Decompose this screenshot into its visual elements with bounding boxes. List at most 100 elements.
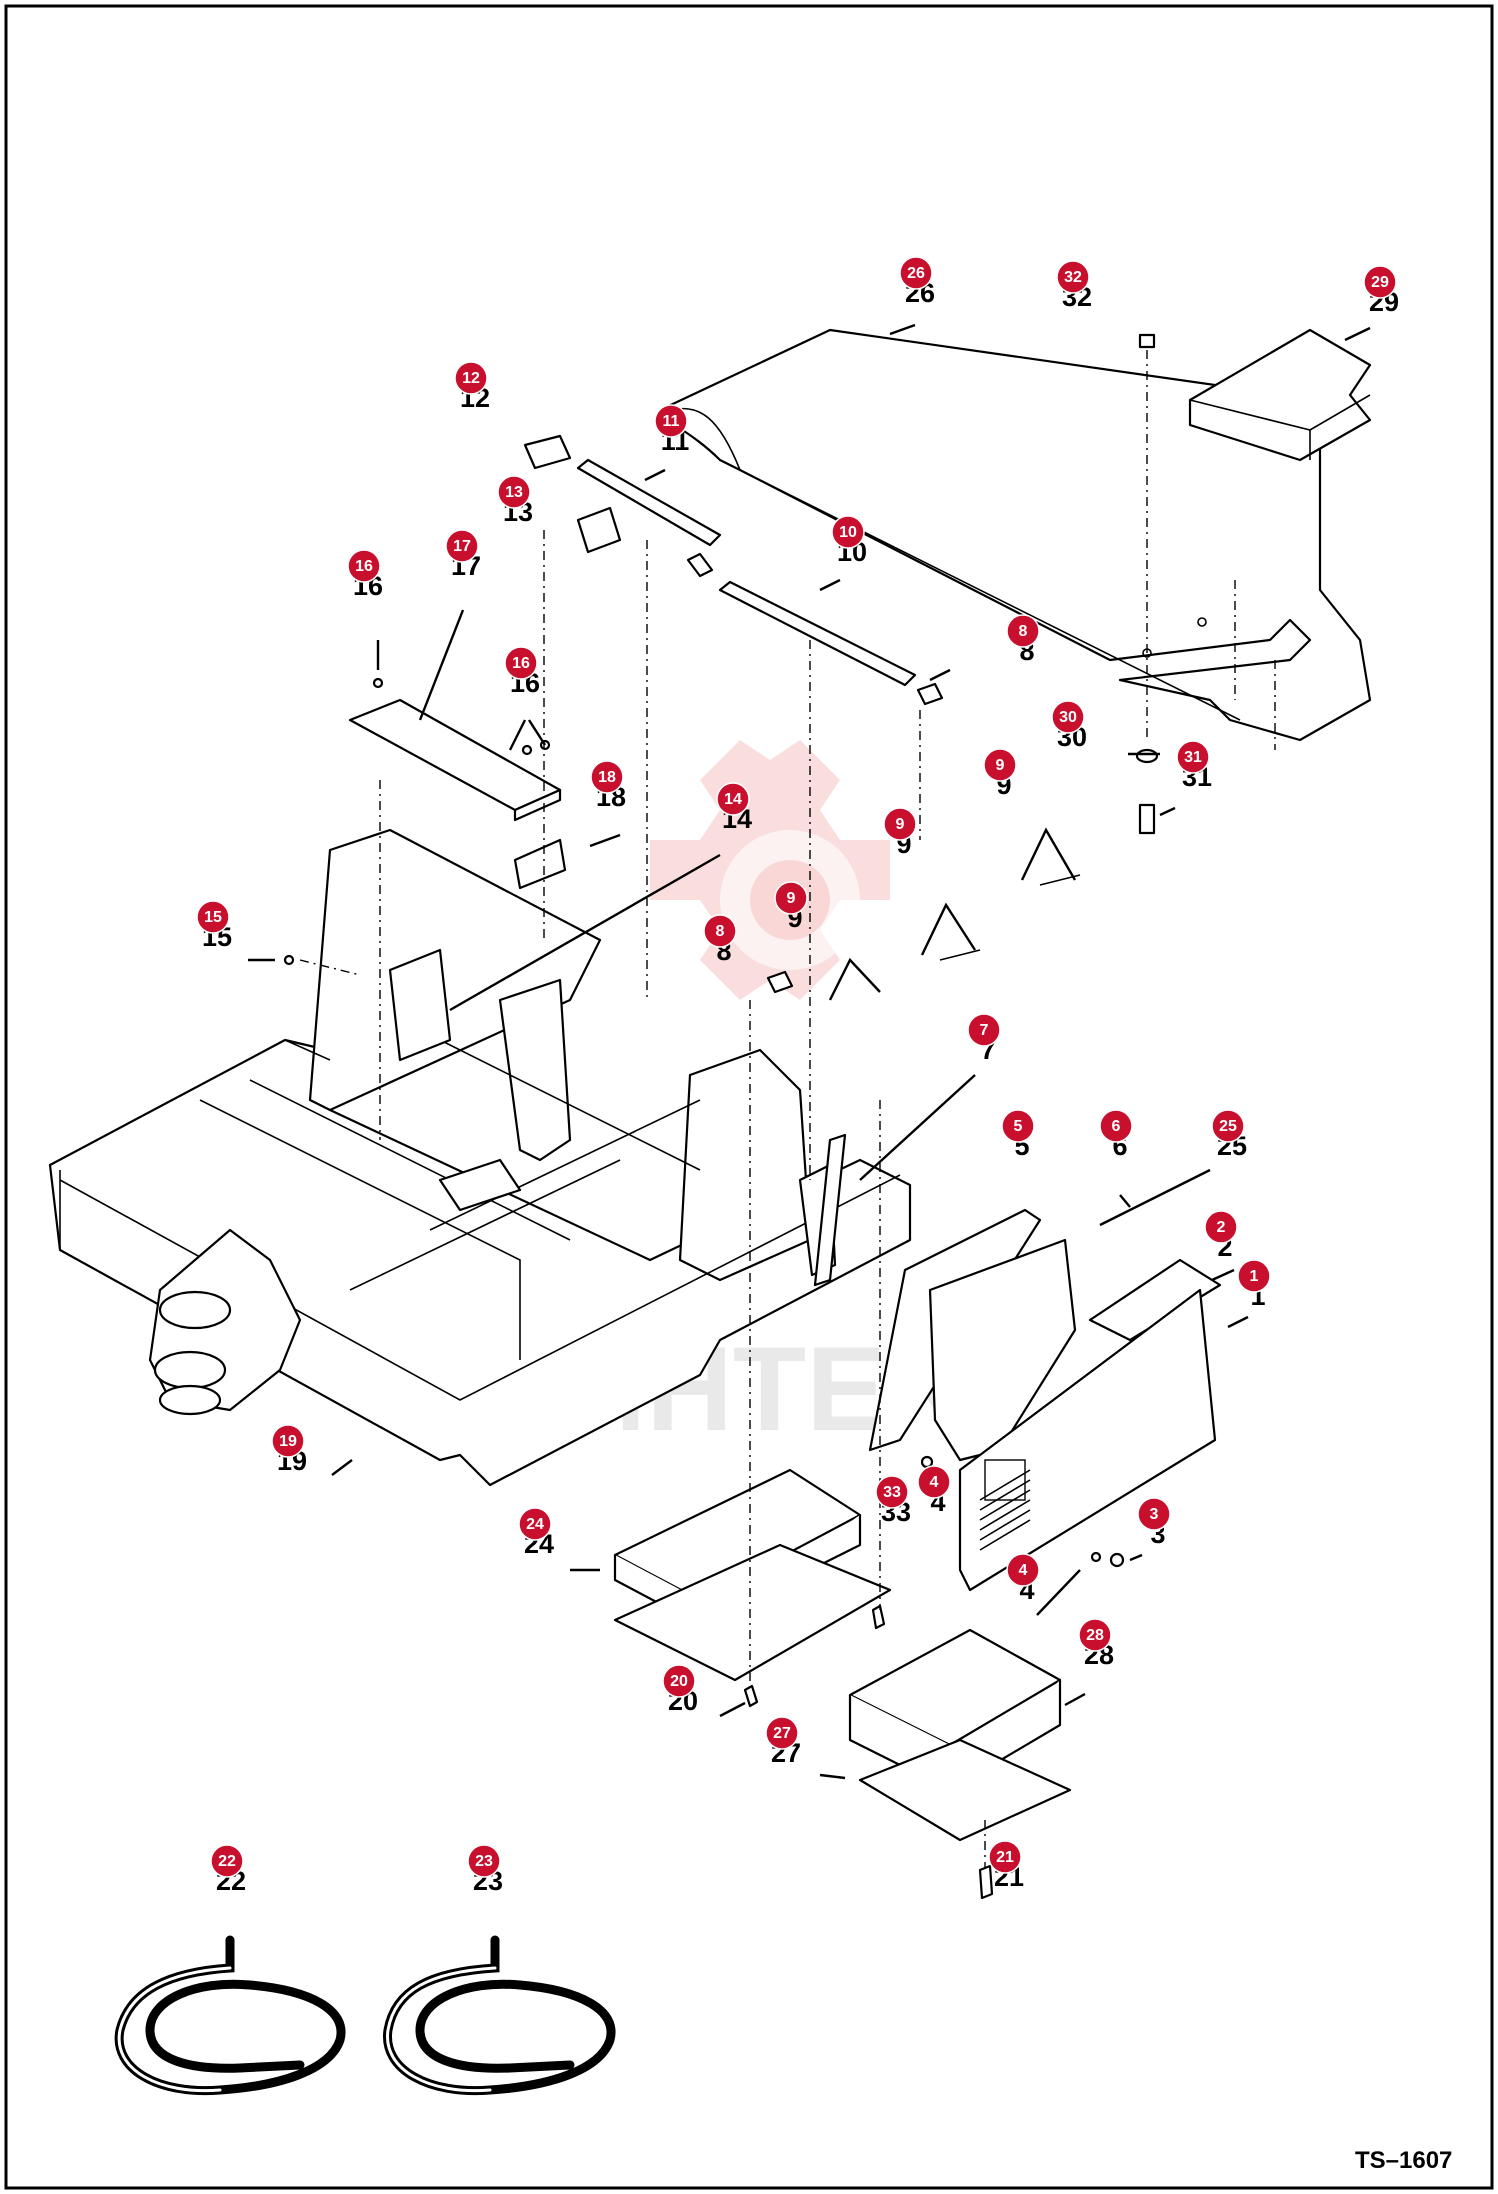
part-badge-label-c23: 23 [475, 1853, 493, 1870]
part-badge-c14: 14 [716, 782, 750, 816]
callout-c9a: 99 [983, 748, 1017, 800]
part-badge-c23: 23 [467, 1844, 501, 1878]
part-badge-c7: 7 [967, 1013, 1001, 1047]
part-badge-c20: 20 [662, 1664, 696, 1698]
part-badge-label-c6: 6 [1112, 1118, 1121, 1135]
part-badge-c25: 25 [1211, 1109, 1245, 1143]
part-badge-c16b: 16 [504, 646, 538, 680]
assembly-lines [299, 530, 1276, 1868]
part-badge-label-c12: 12 [462, 370, 480, 387]
part-badge-label-c27: 27 [773, 1725, 791, 1742]
part-badge-label-c3: 3 [1150, 1506, 1159, 1523]
callout-c6: 66 [1099, 1109, 1133, 1161]
part-seal-loop-22 [114, 1935, 346, 2096]
part-badge-c12: 12 [454, 361, 488, 395]
part-badge-label-c21: 21 [996, 1849, 1014, 1866]
part-badge-c18: 18 [590, 760, 624, 794]
callout-c3: 33 [1137, 1497, 1171, 1549]
part-badge-label-c4a: 4 [930, 1474, 939, 1491]
callout-c2: 22 [1204, 1210, 1238, 1262]
part-badge-c5: 5 [1001, 1109, 1035, 1143]
part-badge-c22: 22 [210, 1844, 244, 1878]
part-badge-label-c33: 33 [883, 1484, 901, 1501]
part-badge-c2: 2 [1204, 1210, 1238, 1244]
part-badge-c8a: 8 [1006, 614, 1040, 648]
part-badge-label-c9c: 9 [787, 890, 796, 907]
leader-lines [248, 323, 1371, 1780]
part-badge-c1: 1 [1237, 1259, 1271, 1293]
part-badge-label-c16b: 16 [512, 655, 530, 672]
grille-icon [979, 1469, 1031, 1551]
part-badge-label-c2: 2 [1217, 1219, 1226, 1236]
part-badge-label-c25: 25 [1219, 1118, 1237, 1135]
part-badge-c16a: 16 [347, 549, 381, 583]
part-hardware [283, 677, 1125, 1900]
part-badge-label-c18: 18 [598, 769, 616, 786]
part-badge-c8b: 8 [703, 914, 737, 948]
part-badge-c19: 19 [271, 1424, 305, 1458]
part-badge-label-c15: 15 [204, 909, 222, 926]
callout-c9b: 99 [883, 807, 917, 859]
part-badge-c10: 10 [831, 515, 865, 549]
part-badge-label-c14: 14 [724, 791, 742, 808]
part-badge-label-c30: 30 [1059, 709, 1077, 726]
callout-c8a: 88 [1006, 614, 1040, 666]
part-badge-c24: 24 [518, 1507, 552, 1541]
part-badge-c3: 3 [1137, 1497, 1171, 1531]
callout-c9c: 99 [774, 881, 808, 933]
watermark-gear-icon [650, 740, 890, 1000]
part-badge-c9a: 9 [983, 748, 1017, 782]
part-badge-label-c20: 20 [670, 1673, 688, 1690]
part-lower-pads [613, 1468, 1072, 1842]
part-badge-c13: 13 [497, 475, 531, 509]
callout-c7: 77 [967, 1013, 1001, 1065]
part-badge-label-c32: 32 [1064, 269, 1082, 286]
part-badge-label-c22: 22 [218, 1853, 236, 1870]
part-badge-label-c10: 10 [839, 524, 857, 541]
part-badge-c26: 26 [899, 256, 933, 290]
callout-c5: 55 [1001, 1109, 1035, 1161]
part-badge-c11: 11 [654, 404, 688, 438]
part-badge-label-c5: 5 [1014, 1118, 1023, 1135]
part-badge-c28: 28 [1078, 1618, 1112, 1652]
part-badge-c9c: 9 [774, 881, 808, 915]
part-side-panels [868, 1208, 1222, 1592]
part-badge-label-c9b: 9 [896, 816, 905, 833]
part-badge-label-c11: 11 [663, 413, 680, 430]
part-badge-c32: 32 [1056, 260, 1090, 294]
part-badge-c33: 33 [875, 1475, 909, 1509]
part-badge-label-c4b: 4 [1019, 1562, 1028, 1579]
part-cover-plate [348, 698, 567, 890]
part-badge-c29: 29 [1363, 265, 1397, 299]
part-badge-c17: 17 [445, 529, 479, 563]
part-badge-label-c9a: 9 [996, 757, 1005, 774]
part-badge-label-c19: 19 [279, 1433, 297, 1450]
part-badge-label-c29: 29 [1371, 274, 1389, 291]
drawing-reference: TS–1607 [1355, 2147, 1452, 2174]
callout-c1: 11 [1237, 1259, 1271, 1311]
part-badge-c30: 30 [1051, 700, 1085, 734]
part-badge-label-c7: 7 [980, 1022, 989, 1039]
